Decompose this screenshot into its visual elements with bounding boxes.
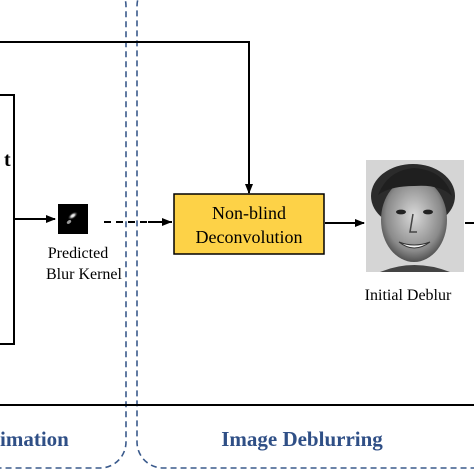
kernel-label-line1: Predicted <box>48 245 108 262</box>
initial-deblur-label: Initial Deblur <box>365 287 452 304</box>
kernel-label-line2: Blur Kernel <box>46 266 123 283</box>
left-block-label: t <box>4 149 11 171</box>
initial-deblur-image <box>366 160 464 272</box>
estimation-section-label: imation <box>0 427 69 451</box>
deblurring-section-border <box>136 0 474 469</box>
deconvolution-label-line2: Deconvolution <box>196 227 303 247</box>
left-block <box>0 94 15 345</box>
deconvolution-label-line1: Non-blind <box>212 203 286 223</box>
top-connector <box>0 41 253 194</box>
estimation-section-border <box>0 0 127 469</box>
blur-kernel-image <box>58 204 88 234</box>
deblurring-section-label: Image Deblurring <box>221 427 383 451</box>
deconvolution-box <box>173 193 325 255</box>
